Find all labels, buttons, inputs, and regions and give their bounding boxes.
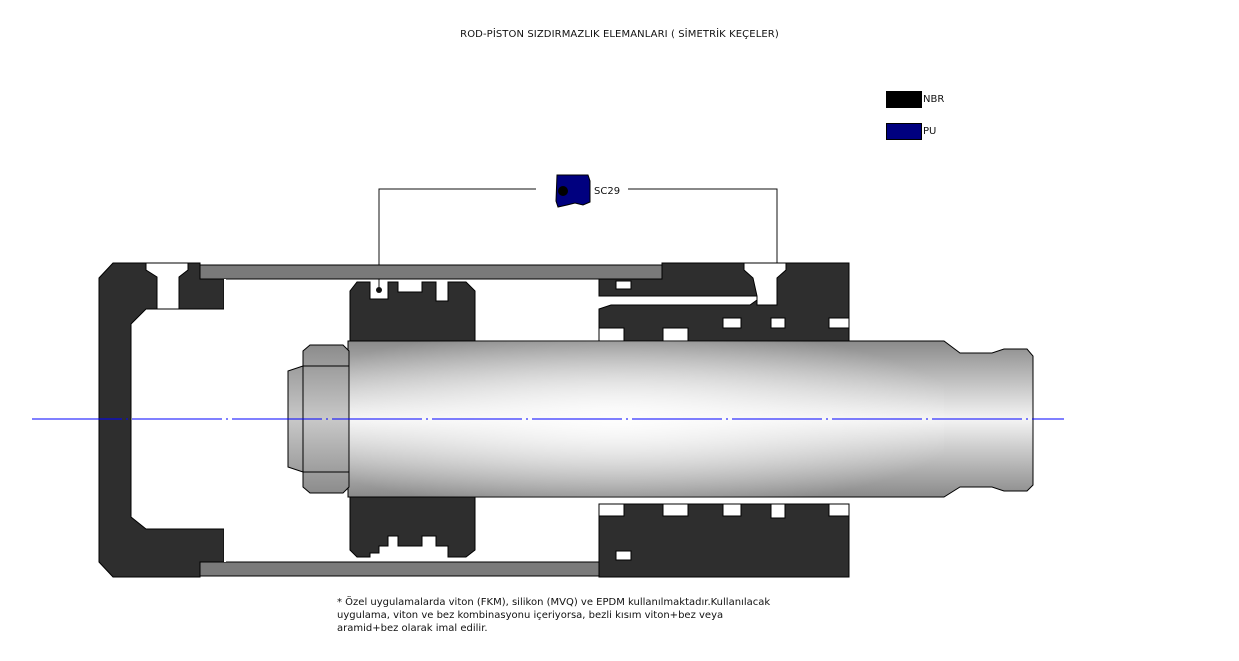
leader-dot-piston xyxy=(376,287,382,293)
legend-label-nbr: NBR xyxy=(923,94,945,105)
legend-item-pu: PU xyxy=(886,123,936,140)
legend-item-nbr: NBR xyxy=(886,91,944,108)
rod-gland-grooves-bottom xyxy=(598,503,850,561)
cylinder-tube-bottom xyxy=(199,561,663,577)
piston-bottom xyxy=(349,483,476,558)
rod-gland-bottom xyxy=(598,503,850,578)
cylinder-tube-top xyxy=(199,264,663,280)
legend-label-pu: PU xyxy=(923,126,937,137)
end-cap xyxy=(98,262,225,578)
rod-gland-port xyxy=(743,262,787,306)
material-note: * Özel uygulamalarda viton (FKM), siliko… xyxy=(337,597,771,634)
drawing-title: ROD-PİSTON SIZDIRMAZLIK ELEMANLARI ( SİM… xyxy=(460,29,779,40)
callout-label-sc29: SC29 xyxy=(594,186,620,197)
end-cap-port xyxy=(145,262,189,310)
legend-swatch-nbr xyxy=(886,91,922,108)
end-cap-chamber xyxy=(224,279,226,562)
sc29-seal-icon xyxy=(555,174,591,208)
legend-swatch-pu xyxy=(886,123,922,140)
